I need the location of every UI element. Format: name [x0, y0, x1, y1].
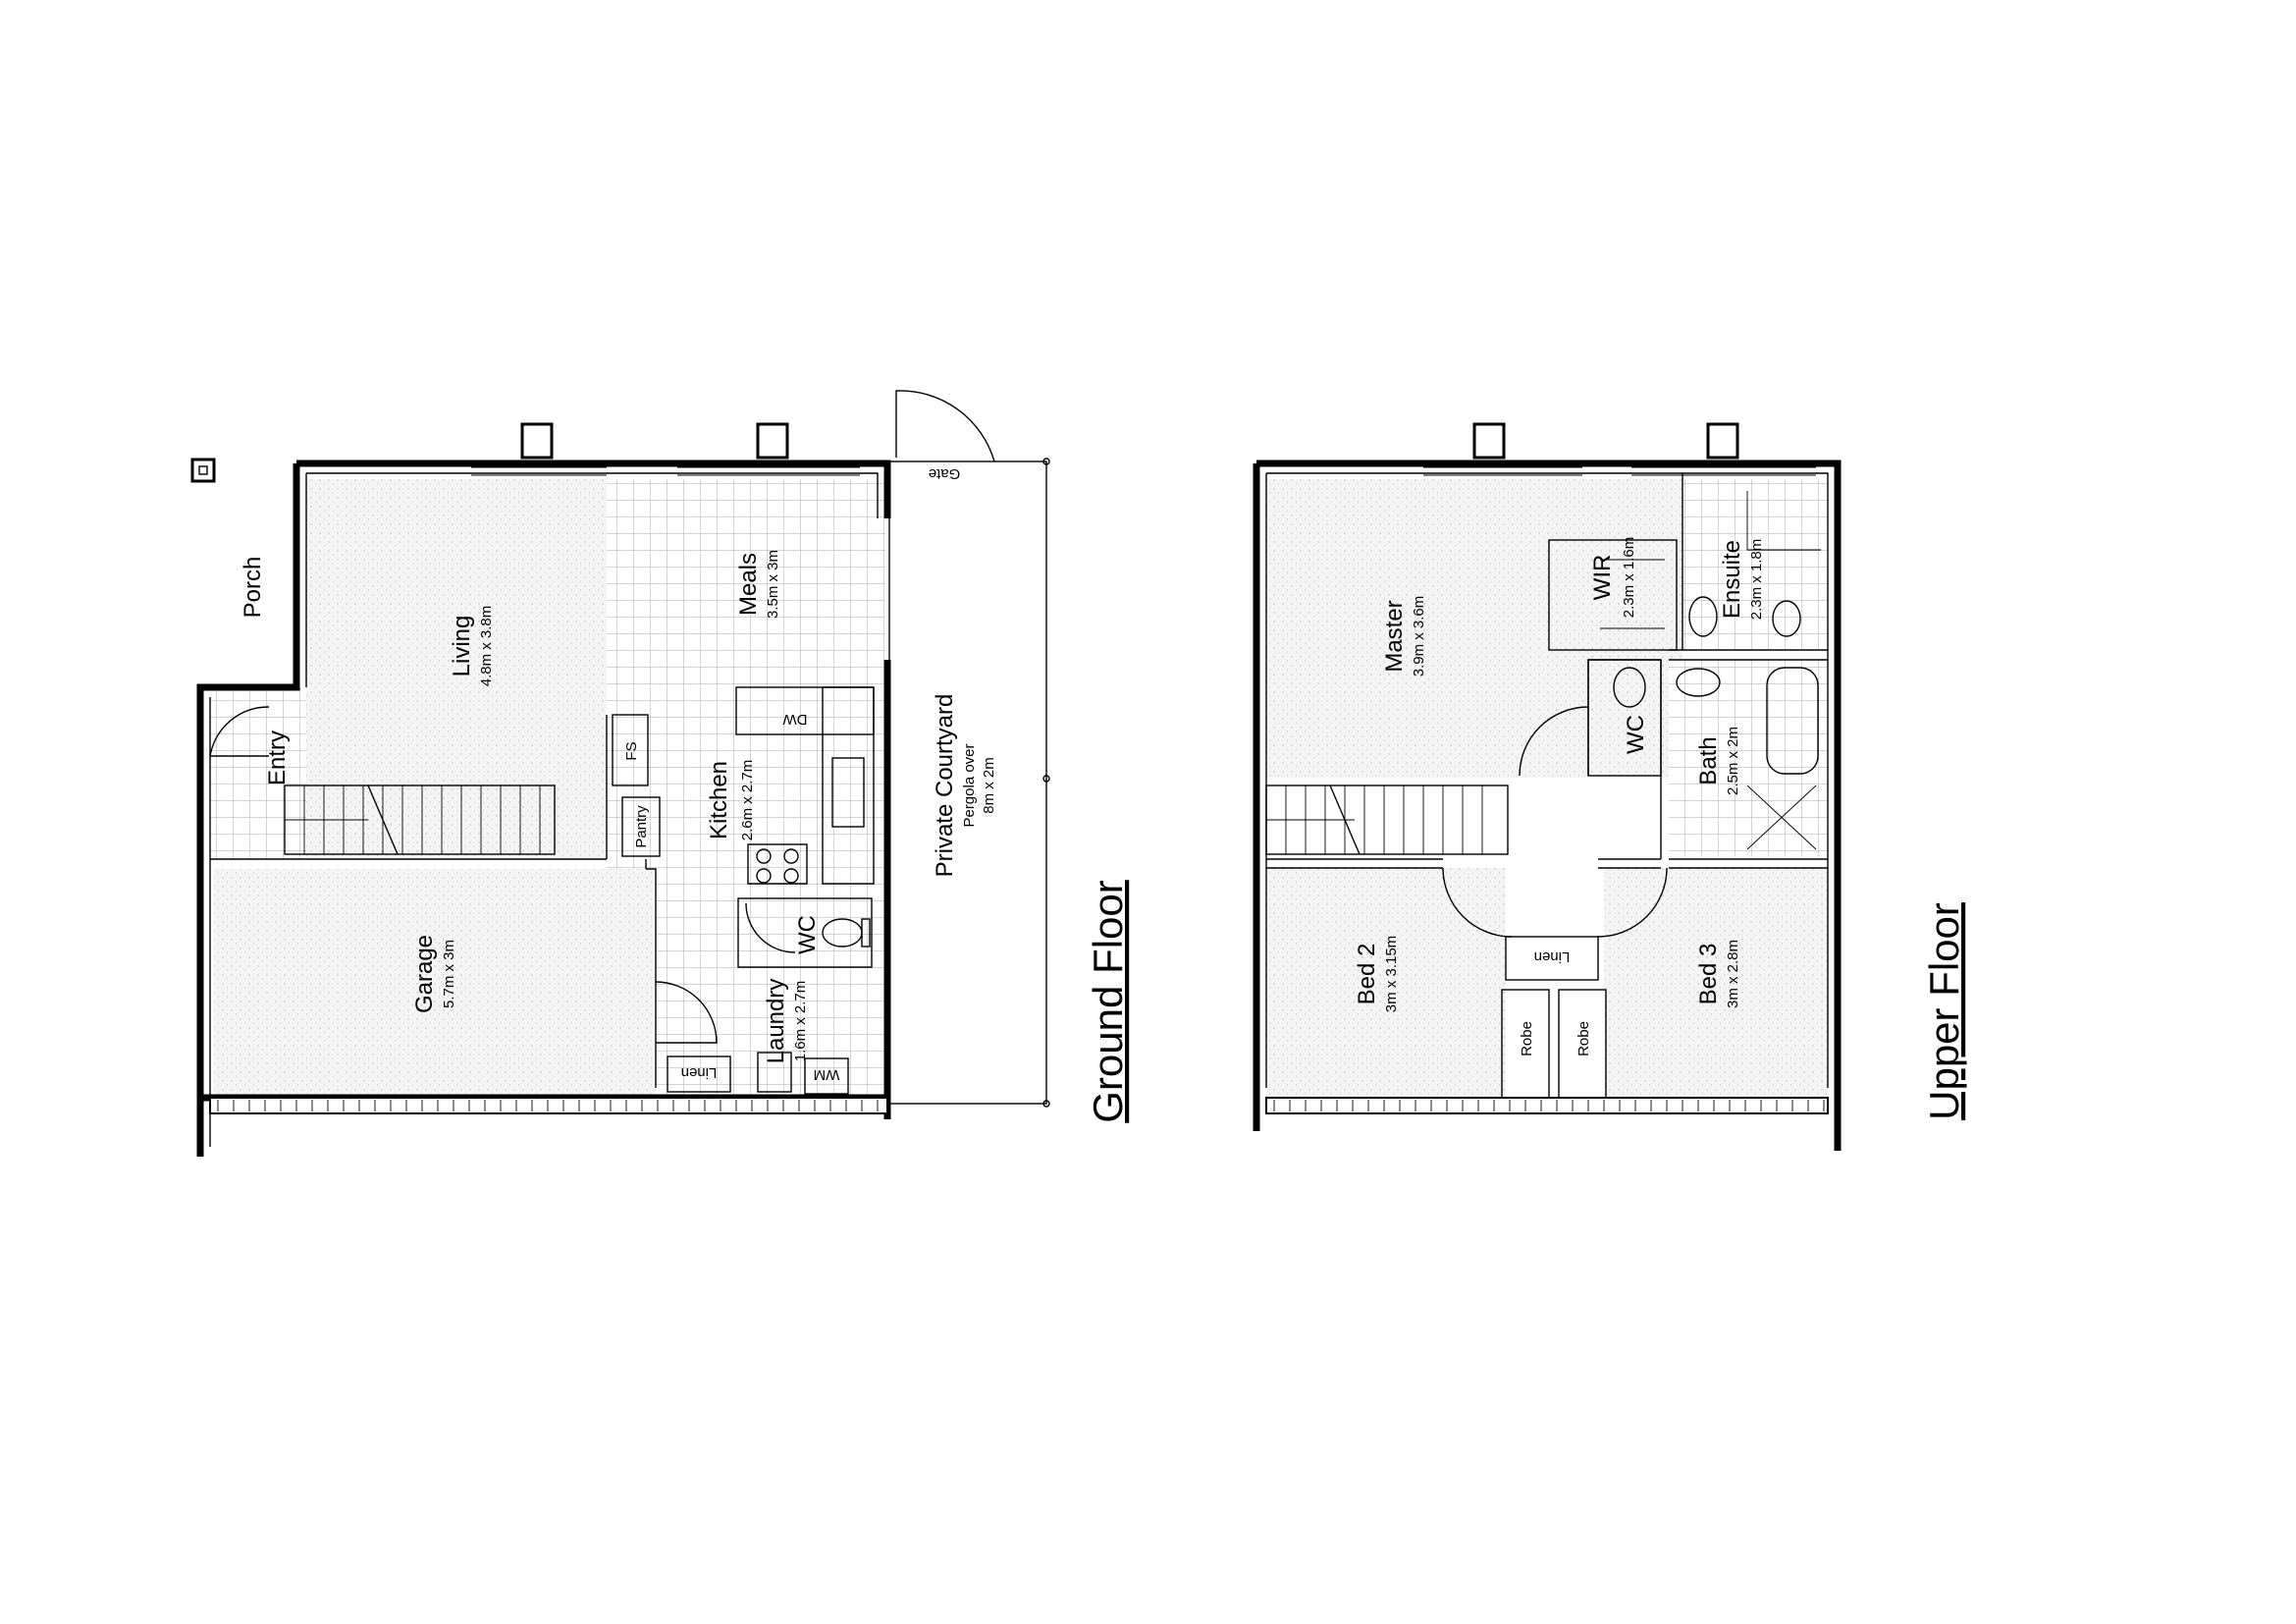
bed2-floor: [1266, 868, 1506, 1098]
garage-dimensions: 5.7m x 3m: [441, 940, 457, 1008]
post-icon: [190, 458, 216, 483]
kitchen-label: Kitchen: [706, 761, 732, 839]
ground-wc-room: [737, 897, 873, 968]
ground-slab-hatch: [217, 1100, 879, 1111]
ground-floor-title: Ground Floor: [1085, 880, 1131, 1122]
pantry-cupboard: [621, 796, 661, 857]
washing-machine: [804, 1057, 849, 1095]
upper-slab: [1265, 1097, 1829, 1114]
linen-cupboard: [667, 1056, 731, 1093]
upper-floor-title: Upper Floor: [1921, 902, 1967, 1120]
ground-inner-wall: [209, 472, 879, 1147]
upper-wc-room: [1587, 659, 1662, 777]
robe-right: [1558, 989, 1607, 1099]
master-label: Master: [1381, 600, 1408, 672]
kitchen-bench: [822, 686, 875, 885]
upper-floor-plan: Master 3.9m x 3.6m WIR 2.3m x 1.6m Ensui…: [1253, 422, 1967, 1151]
entry-label: Entry: [264, 731, 291, 785]
ensuite-dimensions: 2.3m x 1.8m: [1748, 539, 1765, 621]
roof-vent: [520, 422, 554, 460]
bath-floor: [1669, 660, 1828, 856]
gate-swing: [895, 390, 995, 462]
garage-label: Garage: [411, 935, 438, 1013]
window: [471, 466, 860, 476]
laundry-dimensions: 1.6m x 2.7m: [792, 981, 809, 1062]
meals-dimensions: 3.5m x 3m: [765, 550, 781, 619]
bed3-door-swing: [1597, 867, 1668, 938]
upper-outer-wall: [1253, 460, 1842, 1151]
upper-stairs: [1265, 785, 1509, 855]
courtyard-dimensions: 8m x 2m: [981, 757, 997, 814]
upper-linen-label: Linen: [1534, 948, 1571, 965]
robe-right-label: Robe: [1575, 1021, 1592, 1056]
laundry-tub: [757, 1052, 792, 1093]
private-courtyard: [888, 460, 1047, 1105]
meals-label: Meals: [735, 553, 762, 616]
courtyard-note: Pergola over: [961, 743, 978, 827]
pantry-label: Pantry: [633, 805, 650, 848]
garage-floor: [214, 869, 656, 1098]
robe-left: [1501, 989, 1550, 1099]
roof-vent: [1706, 422, 1739, 460]
roof-vent: [1472, 422, 1506, 460]
living-floor: [306, 479, 607, 859]
laundry-door-swing: [655, 981, 718, 1044]
wir-dimensions: 2.3m x 1.6m: [1621, 537, 1637, 619]
wir-label: WIR: [1589, 555, 1616, 601]
basin-icon: [1676, 668, 1721, 697]
bed2-dimensions: 3m x 3.15m: [1383, 936, 1400, 1012]
upper-wc-label: WC: [1623, 715, 1649, 754]
washing-machine-label: WM: [814, 1066, 840, 1083]
ensuite-floor: [1682, 479, 1828, 650]
sink-icon: [831, 757, 865, 828]
entry-floor: [210, 687, 306, 859]
toilet-icon: [1613, 667, 1646, 708]
fridge-space: [612, 714, 649, 786]
master-door-swing: [1519, 706, 1589, 777]
laundry-label: Laundry: [763, 979, 789, 1064]
ground-stairs: [284, 785, 556, 855]
gate-label: Gate: [929, 465, 961, 482]
wir-room: [1548, 539, 1678, 651]
toilet-icon: [1772, 600, 1801, 637]
window: [1423, 466, 1816, 476]
ground-outer-wall: [196, 460, 891, 1157]
linen-label: Linen: [681, 1064, 718, 1081]
wc-door-swing: [745, 902, 796, 953]
porch-label: Porch: [240, 557, 266, 619]
upper-slab-hatch: [1273, 1100, 1825, 1111]
courtyard-label: Private Courtyard: [932, 694, 958, 878]
bed3-dimensions: 3m x 2.8m: [1725, 940, 1741, 1008]
robe-left-label: Robe: [1519, 1021, 1535, 1056]
post-icon: [198, 465, 208, 475]
bathtub: [1766, 667, 1819, 775]
bath-label: Bath: [1695, 736, 1722, 785]
upper-linen-cupboard: [1505, 936, 1599, 981]
entry-door-swing: [209, 706, 270, 757]
bath-dimensions: 2.5m x 2m: [1725, 727, 1741, 795]
ground-slab: [209, 1097, 888, 1114]
living-label: Living: [449, 616, 475, 677]
fridge-space-label: FS: [623, 741, 640, 760]
living-dimensions: 4.8m x 3.8m: [478, 606, 495, 687]
ground-floor-plan: Porch Entry Living 4.8m x 3.8m Meals 3.5…: [190, 390, 1131, 1157]
cooktop-icon: [747, 843, 808, 885]
ground-wc-label: WC: [794, 915, 821, 954]
basin-icon: [1688, 596, 1718, 637]
ensuite-label: Ensuite: [1719, 540, 1745, 619]
roof-vent: [756, 422, 789, 460]
bed3-label: Bed 3: [1695, 944, 1722, 1005]
dishwasher-label: DW: [782, 711, 808, 728]
kitchen-dimensions: 2.6m x 2.7m: [739, 760, 756, 841]
master-dimensions: 3.9m x 3.6m: [1411, 596, 1427, 677]
bed2-label: Bed 2: [1354, 944, 1380, 1005]
bed2-door-swing: [1442, 867, 1513, 938]
bed3-floor: [1604, 868, 1828, 1098]
